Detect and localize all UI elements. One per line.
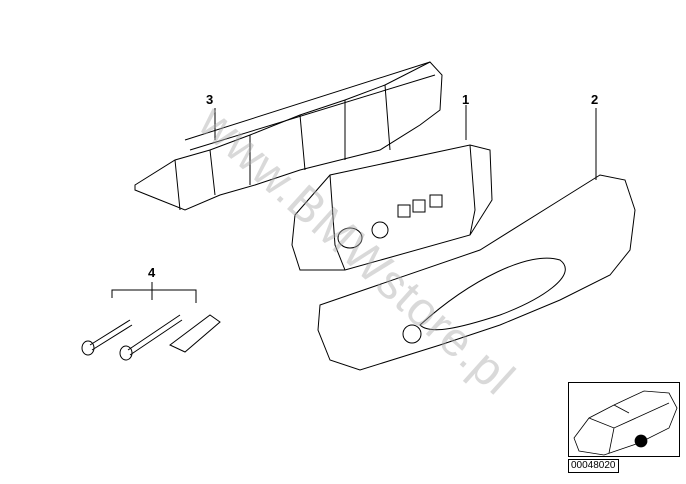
part-3-seat-frame-rail (134, 61, 443, 211)
part-1-seat-switch (291, 144, 493, 271)
part-label-2: 2 (591, 92, 599, 107)
part-4-screws (81, 282, 221, 361)
vehicle-location-thumbnail (568, 382, 680, 457)
leader-lines (214, 105, 597, 180)
diagram-code: 00048020 (568, 459, 619, 473)
part-label-3: 3 (206, 92, 214, 107)
part-2-seat-side-trim (317, 174, 636, 371)
car-icon (573, 390, 678, 456)
part-label-1: 1 (462, 92, 470, 107)
part-label-4: 4 (148, 265, 156, 280)
